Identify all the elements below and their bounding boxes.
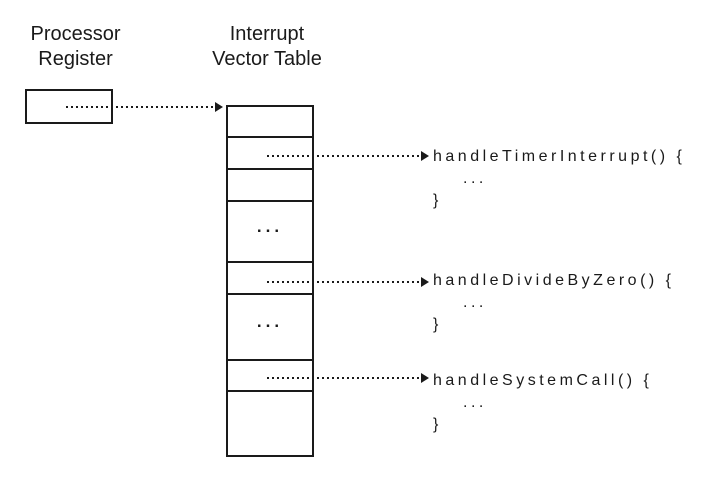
vector-table-cell-ellipsis: ...	[228, 295, 312, 361]
dotted-line	[267, 281, 423, 283]
handler-close-brace: }	[433, 192, 442, 209]
register-to-table-arrow	[66, 102, 223, 112]
vector-to-handler-arrow	[267, 151, 429, 161]
ellipsis-label: ...	[256, 312, 284, 331]
handler-close-brace: }	[433, 316, 442, 333]
dotted-line	[267, 155, 423, 157]
dotted-line	[267, 377, 423, 379]
vector-table-cell-timer	[228, 138, 312, 170]
arrowhead-icon	[421, 277, 429, 287]
ellipsis-label: ...	[256, 216, 284, 236]
handler-code-block-system-call: handleSystemCall() { ... }	[433, 370, 652, 436]
vector-table-cell	[228, 107, 312, 138]
processor-register-label: Processor Register	[30, 23, 121, 70]
handler-close-brace: }	[433, 416, 442, 433]
handler-body-ellipsis: ...	[463, 170, 487, 187]
vector-table-cell	[228, 170, 312, 202]
handler-signature: handleSystemCall() {	[433, 372, 653, 389]
handler-code-block-timer-interrupt: handleTimerInterrupt() { ... }	[433, 146, 685, 212]
arrowhead-icon	[421, 373, 429, 383]
vector-table-cell-divide-by-zero	[228, 263, 312, 295]
vector-table-cell	[228, 392, 312, 455]
arrowhead-icon	[215, 102, 223, 112]
handler-signature: handleTimerInterrupt() {	[433, 148, 686, 165]
vector-to-handler-arrow	[267, 373, 429, 383]
vector-table-cell-ellipsis: ...	[228, 202, 312, 263]
vector-table-cell-system-call	[228, 361, 312, 392]
handler-body-ellipsis: ...	[463, 294, 487, 311]
vector-to-handler-arrow	[267, 277, 429, 287]
handler-body-ellipsis: ...	[463, 394, 487, 411]
handler-code-block-divide-by-zero: handleDivideByZero() { ... }	[433, 270, 675, 336]
handler-signature: handleDivideByZero() {	[433, 272, 675, 289]
dotted-line	[66, 106, 217, 108]
arrowhead-icon	[421, 151, 429, 161]
interrupt-vector-table-label: Interrupt Vector Table	[212, 23, 322, 70]
